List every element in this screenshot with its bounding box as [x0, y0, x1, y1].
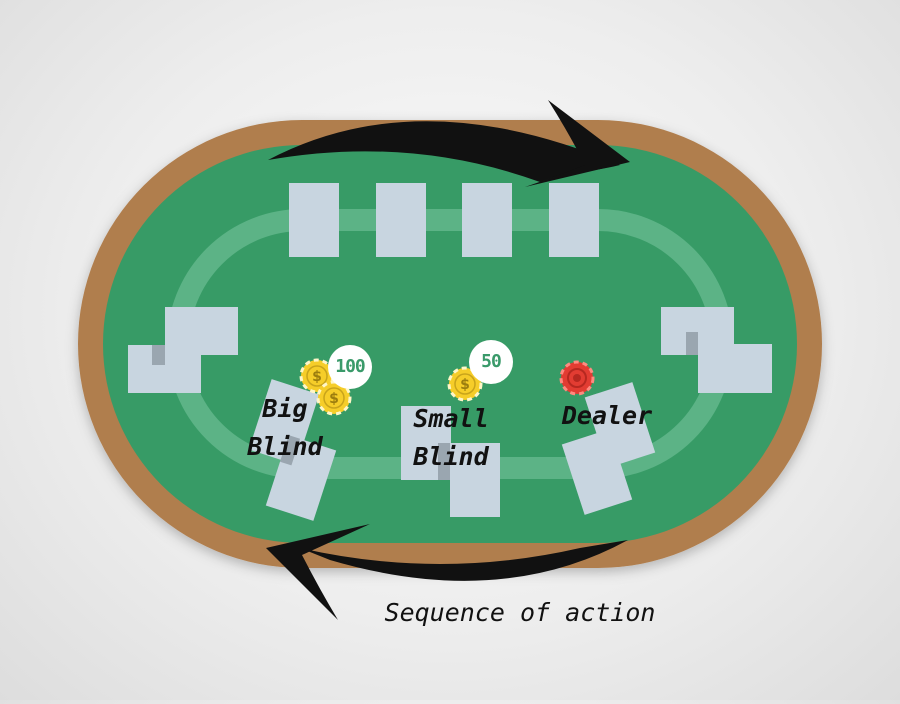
svg-text:$: $ [329, 391, 339, 407]
card-shadow [686, 332, 698, 355]
card [165, 307, 238, 355]
svg-text:$: $ [460, 377, 470, 393]
dealer-button-icon [559, 360, 595, 396]
small-blind-cards [401, 406, 500, 517]
card [584, 382, 656, 468]
small-blind-label: Small Blind [413, 404, 489, 471]
left-seat-cards [128, 307, 238, 393]
right-seat-cards [661, 307, 772, 393]
small-blind-bet-amount: 50 [469, 340, 513, 384]
big-blind-label: Big Blind [247, 394, 323, 461]
top-seats [289, 183, 599, 257]
dollar-chip-icon: $ [447, 366, 483, 402]
clockwise-arrow-icon [266, 524, 628, 620]
svg-text:$: $ [312, 369, 322, 385]
card-shadow [438, 443, 451, 480]
clockwise-arrow-icon [268, 100, 630, 187]
card [549, 183, 599, 257]
big-blind-cards [248, 379, 337, 521]
card [450, 443, 500, 517]
card-shadow [280, 435, 301, 466]
card [462, 183, 512, 257]
card [698, 344, 772, 393]
card [289, 183, 339, 257]
sequence-of-action-caption: Sequence of action [384, 598, 656, 627]
card-shadow [152, 345, 165, 365]
big-blind-bet-amount: 100 [328, 345, 372, 389]
card [376, 183, 426, 257]
dollar-chip-icon: $ [316, 380, 352, 416]
dealer-cards [561, 382, 656, 515]
dealer-label: Dealer [561, 401, 653, 430]
